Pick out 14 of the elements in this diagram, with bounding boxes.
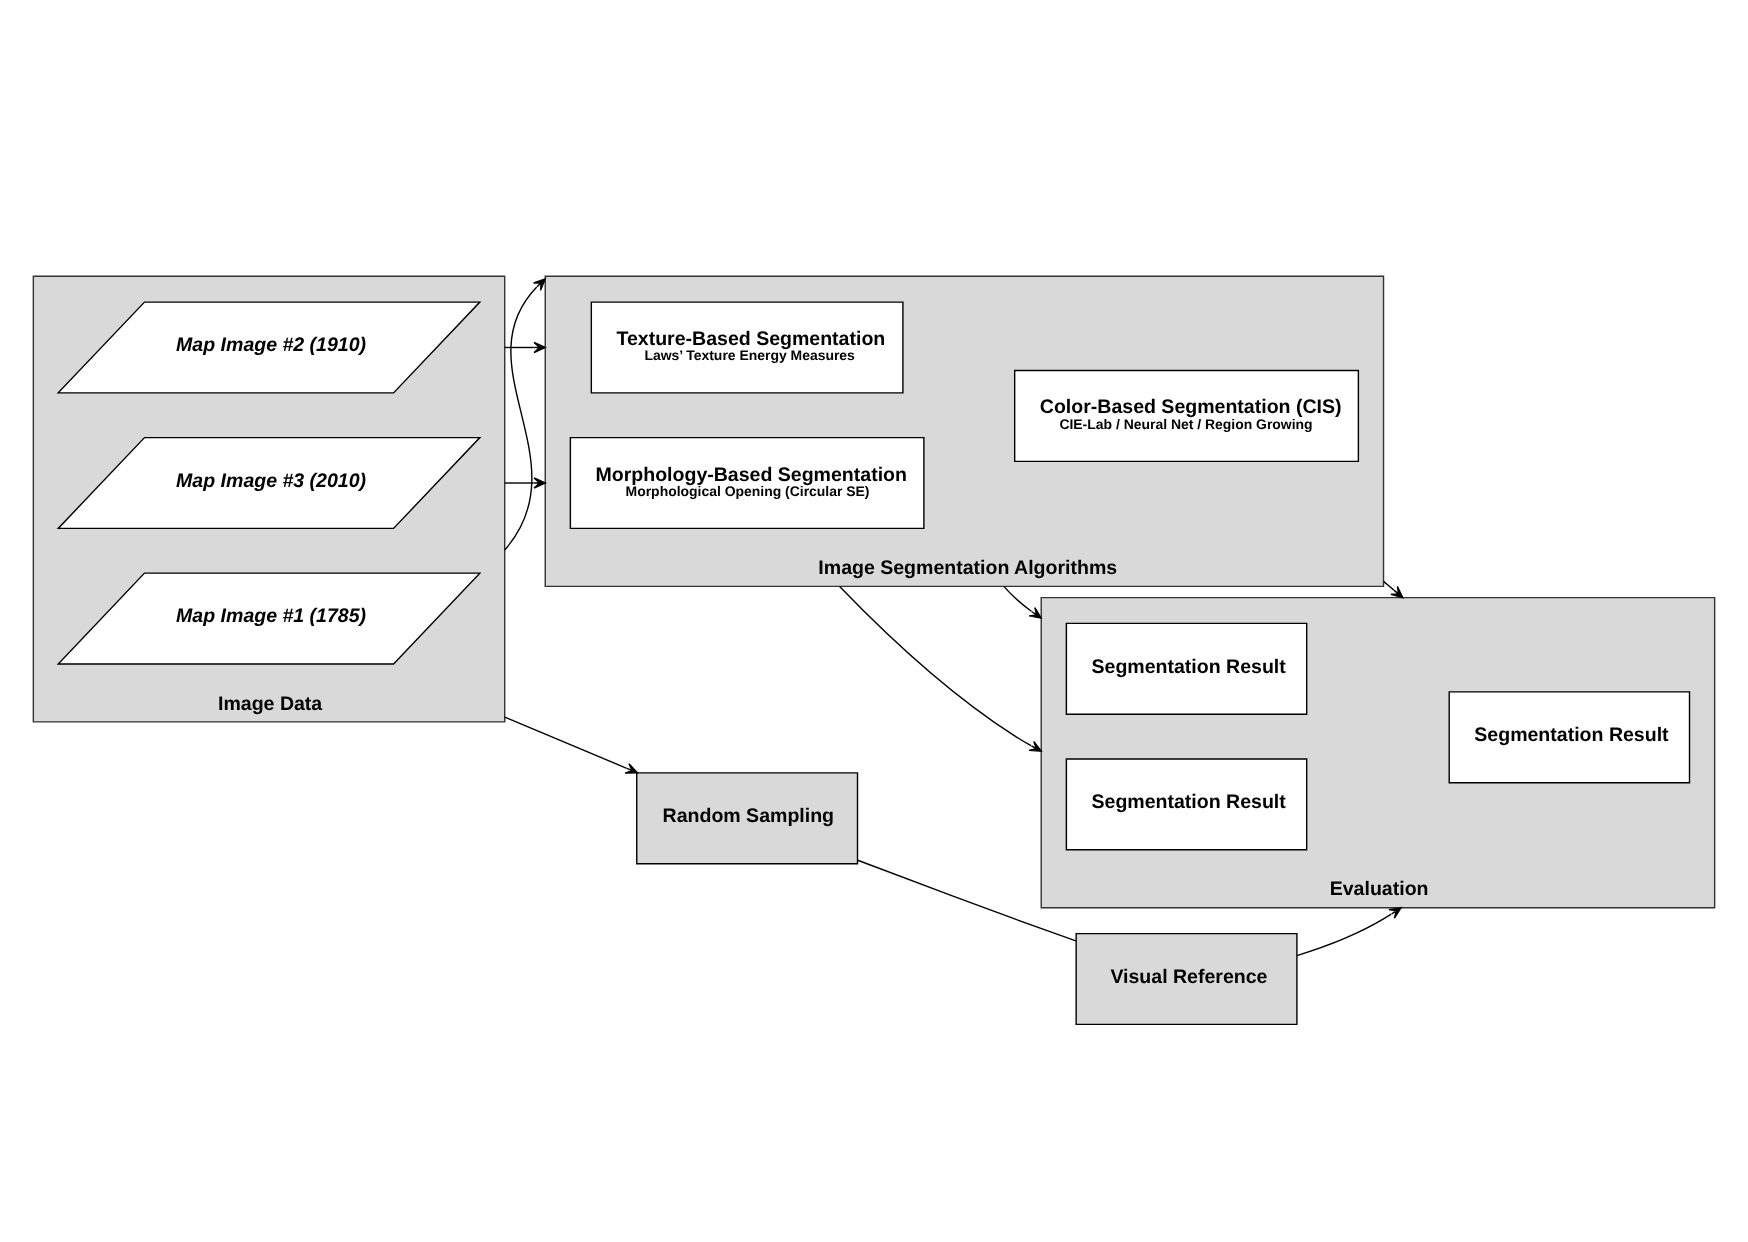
node-box: Visual Reference (1075, 931, 1298, 1025)
connector (857, 858, 1077, 941)
arrow (504, 277, 546, 550)
arrow (504, 715, 639, 773)
node-box: Segmentation Result (1448, 690, 1691, 783)
arrow (504, 340, 546, 353)
node-box: Segmentation Result (1065, 757, 1308, 850)
node-box: Random Sampling (636, 771, 859, 864)
arrow (838, 584, 1042, 751)
node-box: Segmentation Result (1065, 621, 1308, 714)
arrow (504, 476, 546, 488)
arrow (1003, 584, 1042, 618)
arrow (1382, 579, 1404, 598)
arrow (1296, 906, 1402, 956)
